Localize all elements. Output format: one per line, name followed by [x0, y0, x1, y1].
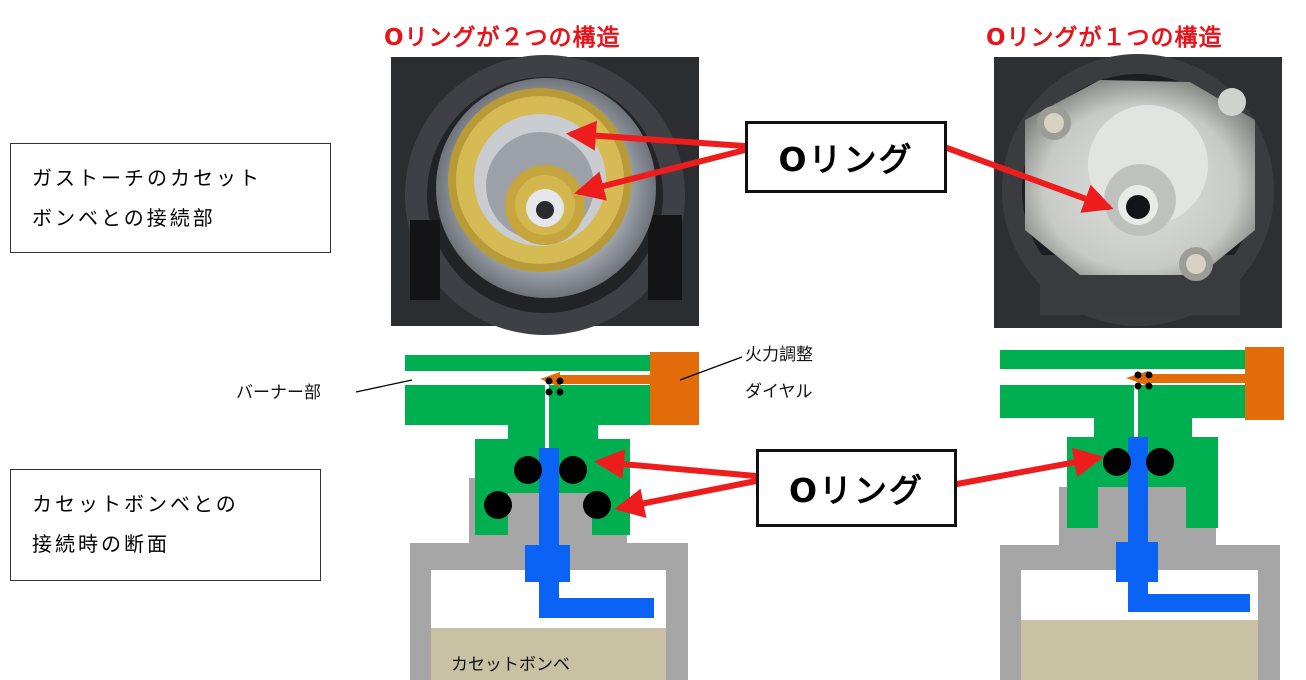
cross-section-one-oring [1000, 347, 1284, 680]
callout-oring-bottom: Oリング [756, 449, 957, 527]
dial-leader-line [679, 356, 743, 381]
heading-two-orings: Oリングが２つの構造 [384, 25, 621, 51]
label-box-section-line1: カセットボンベとの [32, 492, 239, 516]
label-box-connection: ガストーチのカセット ボンベとの接続部 [10, 143, 331, 253]
label-box-connection-line1: ガストーチのカセット [32, 166, 262, 190]
oring-right-1 [1103, 448, 1131, 476]
heading-one-oring: Oリングが１つの構造 [986, 25, 1223, 51]
burner-body-right [1000, 350, 1245, 528]
can-liquid-right [1021, 620, 1258, 680]
arrow-top-1 [566, 120, 748, 151]
label-burner: バーナー部 [236, 383, 321, 403]
arrow-bottom-2 [614, 478, 759, 519]
label-box-connection-line2: ボンベとの接続部 [32, 206, 216, 230]
label-dial: 火力調整 ダイヤル [745, 337, 813, 411]
burner-leader-line [355, 379, 413, 393]
arrow-top-2 [574, 147, 748, 201]
photo-one-oring [994, 54, 1282, 328]
dial-right [1245, 347, 1284, 420]
label-box-section: カセットボンベとの 接続時の断面 [10, 469, 321, 581]
can-liquid-left [431, 628, 666, 680]
arrow-bottom-3 [954, 447, 1104, 487]
arrow-bottom-1 [594, 449, 759, 480]
oring-left-2 [559, 456, 587, 484]
label-box-section-line2: 接続時の断面 [32, 532, 170, 556]
oring-left-3 [484, 491, 512, 519]
dial-left [650, 352, 699, 425]
label-dial-line2: ダイヤル [745, 382, 813, 402]
callout-oring-top: Oリング [745, 121, 947, 193]
label-dial-line1: 火力調整 [745, 345, 813, 365]
arrows [566, 120, 1114, 519]
oring-left-4 [583, 491, 611, 519]
oring-left-1 [514, 456, 542, 484]
label-cassette: カセットボンベ [451, 655, 570, 675]
burner-body-left [405, 355, 650, 535]
can-body-right [1000, 487, 1280, 680]
oring-right-2 [1146, 448, 1174, 476]
photo-two-orings [391, 55, 699, 335]
arrow-top-3 [944, 145, 1114, 213]
cross-section-two-orings [405, 352, 699, 680]
